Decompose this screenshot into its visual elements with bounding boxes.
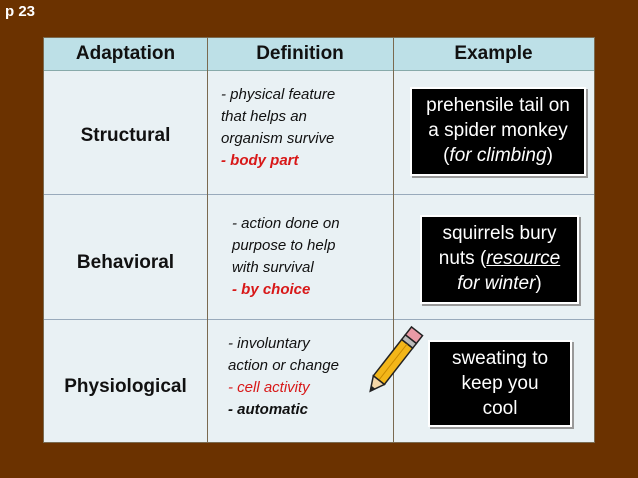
table-row-behavioral: Behavioral - action done on purpose to h… (44, 194, 594, 320)
example-line: cool (482, 398, 518, 419)
example-line: prehensile tail on (426, 95, 570, 116)
definition-line-red: - cell activity (228, 379, 310, 396)
adaptation-table: Adaptation Definition Example Structural… (43, 37, 595, 443)
example-line: nuts (resource (438, 248, 561, 269)
example-line: squirrels bury (442, 223, 557, 244)
definition-structural: - physical feature that helps an organis… (221, 84, 335, 172)
example-line: sweating to (451, 348, 549, 369)
definition-key-point: - automatic (228, 401, 309, 418)
example-box-structural: prehensile tail on a spider monkey (for … (410, 87, 586, 176)
example-line: a spider monkey (428, 120, 568, 141)
example-line: (for climbing) (443, 145, 553, 166)
example-line: keep you (461, 373, 539, 394)
example-box-physiological: sweating to keep you cool (428, 340, 572, 427)
pencil-icon (369, 325, 424, 393)
example-line: for winter) (457, 273, 542, 294)
definition-line: - physical feature (221, 86, 336, 103)
definition-behavioral: - action done on purpose to help with su… (232, 213, 340, 301)
term-structural: Structural (80, 125, 171, 146)
definition-line: with survival (232, 259, 314, 276)
header-example: Example (454, 43, 533, 64)
term-behavioral: Behavioral (76, 252, 175, 273)
definition-line: organism survive (221, 130, 335, 147)
definition-line: action or change (228, 357, 339, 374)
definition-line: - involuntary (228, 335, 310, 352)
column-divider (207, 38, 208, 442)
column-divider (393, 38, 394, 442)
definition-key-point: - body part (221, 152, 299, 169)
pencil-stripe (378, 343, 408, 381)
table-header: Adaptation Definition Example (44, 38, 594, 71)
page-label: p 23 (5, 3, 36, 20)
definition-physiological: - involuntary action or change - cell ac… (228, 333, 339, 421)
definition-key-point: - by choice (232, 281, 311, 298)
term-physiological: Physiological (64, 376, 187, 397)
definition-line: that helps an (221, 108, 307, 125)
table-row-physiological: Physiological - involuntary action or ch… (44, 319, 594, 444)
table-row-structural: Structural - physical feature that helps… (44, 70, 594, 194)
definition-line: - action done on (232, 215, 340, 232)
example-box-behavioral: squirrels bury nuts (resource for winter… (420, 215, 579, 304)
header-adaptation: Adaptation (75, 43, 176, 64)
header-definition: Definition (256, 43, 344, 64)
pencil-lead (370, 385, 376, 392)
definition-line: purpose to help (232, 237, 336, 254)
pencil-tip (369, 374, 386, 393)
